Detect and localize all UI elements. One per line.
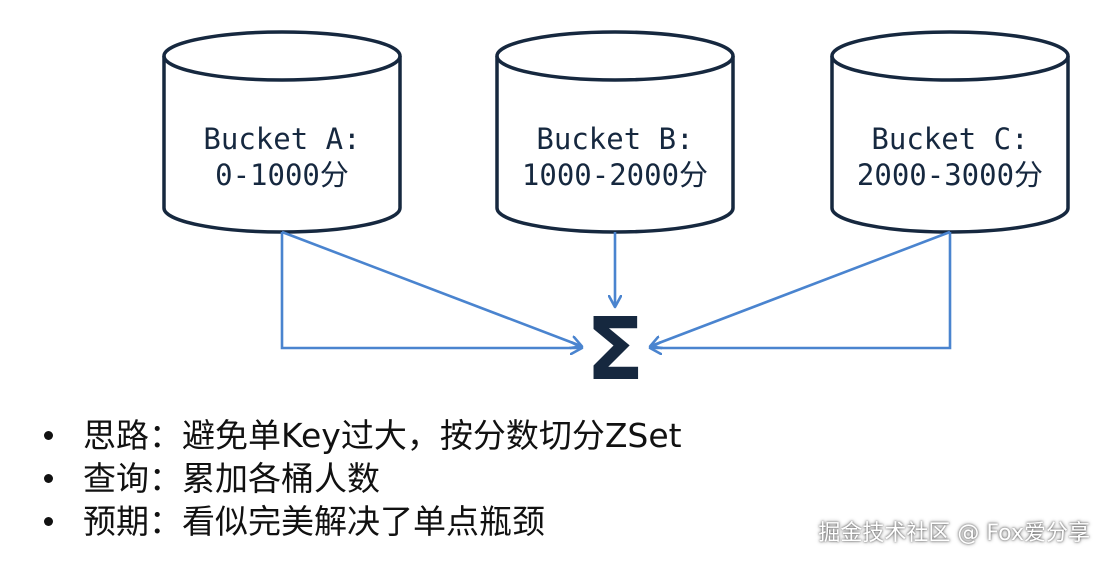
bullet-dot-icon (44, 517, 53, 526)
bucket-c-range: 2000-3000分 (857, 158, 1043, 192)
bucket-b-cylinder: Bucket B: 1000-2000分 (495, 30, 735, 234)
bucket-a-range: 0-1000分 (215, 158, 349, 192)
bucket-a-arrows (280, 230, 581, 348)
bullet-list: 思路：避免单Key过大，按分数切分ZSet 查询：累加各桶人数 预期：看似完美解… (44, 414, 682, 543)
watermark: 掘金技术社区 @ Fox爱分享 (818, 521, 1090, 546)
list-item: 预期：看似完美解决了单点瓶颈 (44, 500, 682, 543)
bucket-a-diagonal-arrow (281, 230, 581, 346)
bucket-a-label: Bucket A: (203, 122, 360, 156)
bullet-text-query: 查询：累加各桶人数 (83, 459, 380, 498)
bucket-a-cylinder: Bucket A: 0-1000分 (162, 30, 402, 234)
bucket-c-label: Bucket C: (871, 122, 1028, 156)
bucket-c-arrows (651, 230, 952, 348)
sum-sigma-icon: Σ (586, 300, 645, 400)
bullet-text-approach: 思路：避免单Key过大，按分数切分ZSet (83, 416, 682, 455)
bucket-c-diagonal-arrow (651, 230, 951, 346)
bullet-dot-icon (44, 431, 53, 440)
bullet-text-expectation: 预期：看似完美解决了单点瓶颈 (83, 502, 545, 541)
bucket-c-cylinder: Bucket C: 2000-3000分 (830, 30, 1070, 234)
bullet-dot-icon (44, 474, 53, 483)
bucket-c-elbow-arrow (651, 232, 952, 348)
bucket-a-elbow-arrow (280, 232, 581, 348)
list-item: 思路：避免单Key过大，按分数切分ZSet (44, 414, 682, 457)
bucket-b-label: Bucket B: (536, 122, 693, 156)
list-item: 查询：累加各桶人数 (44, 457, 682, 500)
bucket-b-range: 1000-2000分 (522, 158, 708, 192)
